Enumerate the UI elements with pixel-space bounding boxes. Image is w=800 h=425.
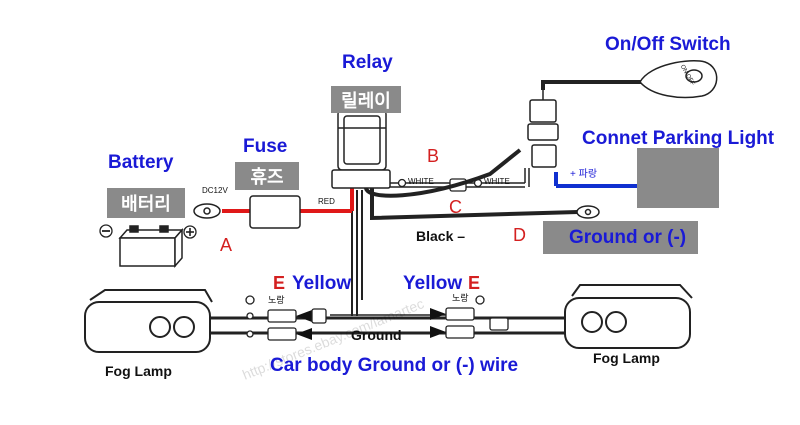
white-wire-label-2: WHITE — [484, 177, 510, 186]
ground-label: Ground — [351, 327, 402, 343]
fog-lamp-right-icon — [564, 284, 693, 349]
ground-or-minus-label: Ground or (-) — [569, 226, 687, 248]
plus-symbol — [183, 225, 197, 239]
relay-kr-box: 릴레이 — [331, 86, 401, 113]
blue-wire — [554, 172, 640, 188]
letter-e-right: E — [468, 273, 481, 293]
black-wire — [364, 148, 579, 221]
black-wire-label: Black – — [416, 228, 466, 244]
battery-terminal — [193, 203, 221, 219]
battery-kr-box: 배터리 — [107, 188, 185, 218]
ground-ring-terminal — [576, 205, 600, 219]
on-off-switch-label: On/Off Switch — [605, 34, 731, 55]
fuse-label: Fuse — [243, 136, 288, 157]
switch-wire — [541, 80, 650, 90]
left-connectors — [245, 295, 297, 341]
yellow-left-label: Yellow — [292, 273, 352, 294]
right-arrows — [430, 308, 446, 338]
yellow-right-label: Yellow — [403, 273, 463, 294]
car-body-ground-label: Car body Ground or (-) wire — [270, 355, 519, 376]
switch-connector-stack — [527, 88, 559, 168]
fog-lamp-left-icon — [84, 289, 213, 353]
fog-lamp-right-label: Fog Lamp — [593, 350, 660, 366]
parking-light-box — [637, 148, 719, 208]
plus-blue-kr-label: + 파랑 — [570, 169, 598, 180]
red-wire — [222, 186, 354, 213]
on-off-switch-icon — [639, 60, 718, 99]
fog-lamp-left-label: Fog Lamp — [105, 363, 172, 379]
relay-body — [331, 109, 391, 189]
red-wire-label: RED — [318, 197, 335, 206]
letter-d: D — [513, 225, 526, 245]
letter-e-left: E — [273, 273, 286, 293]
connet-parking-light-label: Connet Parking Light — [582, 128, 775, 149]
yellow-kr-left-label: 노랑 — [268, 295, 285, 305]
left-arrows — [296, 310, 312, 340]
battery-label: Battery — [108, 152, 174, 173]
yellow-kr-right-label: 노랑 — [452, 293, 469, 303]
white-wire-label-1: WHITE — [408, 177, 434, 186]
ground-or-minus-box: Ground or (-) — [543, 221, 698, 254]
ground-connector — [311, 308, 327, 324]
minus-symbol — [99, 224, 113, 238]
letter-b: B — [427, 146, 440, 166]
battery-icon — [118, 225, 184, 268]
fuse-kr-box: 휴즈 — [235, 162, 299, 190]
dc12v-label: DC12V — [202, 186, 228, 195]
relay-label: Relay — [342, 52, 393, 73]
fuse-holder — [249, 195, 301, 229]
letter-a: A — [220, 235, 233, 255]
letter-c: C — [449, 197, 462, 217]
